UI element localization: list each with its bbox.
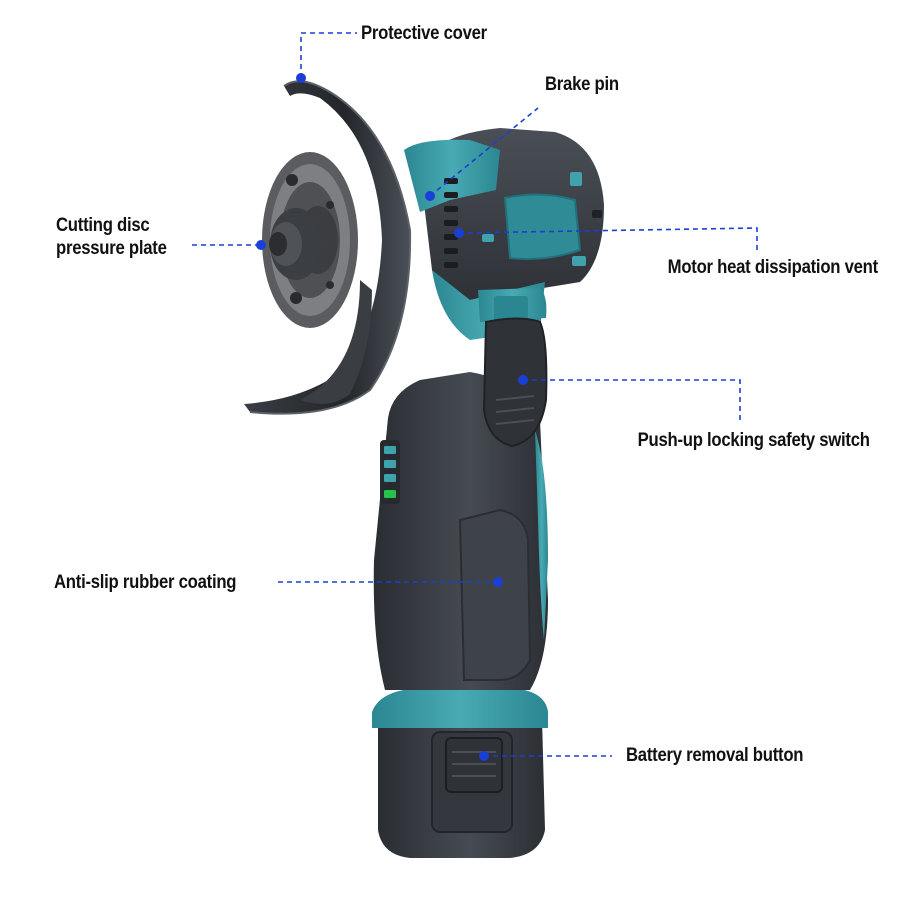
leader-heat-vent — [458, 227, 758, 250]
dot-heat-vent — [454, 228, 464, 238]
battery-level-indicator — [380, 440, 400, 504]
leader-protective-cover — [300, 32, 357, 78]
handle-grip — [373, 372, 548, 690]
dot-protective-cover — [296, 73, 306, 83]
leader-safety-switch — [523, 379, 741, 420]
dot-brake-pin — [425, 191, 435, 201]
safety-switch[interactable] — [478, 288, 548, 448]
dot-rubber-coating — [493, 577, 503, 587]
label-pressure-plate-line1: Cutting disc — [56, 215, 150, 236]
pressure-plate — [269, 208, 322, 280]
label-battery-button: Battery removal button — [626, 745, 804, 766]
dot-safety-switch — [518, 375, 528, 385]
callout-dots — [256, 73, 528, 761]
label-rubber-coating: Anti-slip rubber coating — [54, 572, 237, 593]
battery-removal-button[interactable] — [445, 737, 503, 793]
protective-cover — [244, 80, 412, 415]
label-pressure-plate-line2: pressure plate — [56, 238, 167, 259]
label-brake-pin: Brake pin — [545, 74, 619, 95]
label-pressure-plate: Cutting disc pressure plate — [56, 214, 167, 260]
label-heat-vent: Motor heat dissipation vent — [667, 257, 879, 278]
label-protective-cover: Protective cover — [361, 23, 487, 44]
dot-pressure-plate — [256, 240, 266, 250]
dot-battery-button — [479, 751, 489, 761]
label-safety-switch: Push-up locking safety switch — [637, 430, 870, 451]
leader-lines — [192, 32, 758, 757]
